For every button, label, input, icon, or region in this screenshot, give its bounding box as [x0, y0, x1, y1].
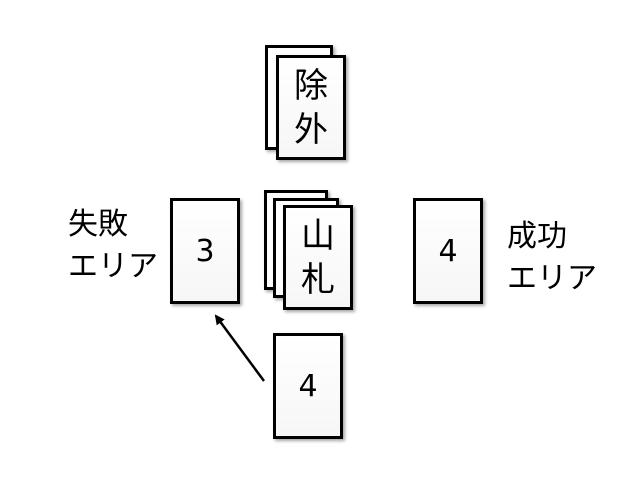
- drawn-card-value: 4: [298, 368, 318, 404]
- deck-char-1: 山: [301, 215, 335, 256]
- exclusion-char-1: 除: [294, 65, 328, 106]
- deck-top-card[interactable]: 山 札: [283, 205, 353, 310]
- deck-char-2: 札: [301, 259, 335, 300]
- success-area-card[interactable]: 4: [413, 198, 483, 304]
- success-area-card-value: 4: [438, 233, 458, 269]
- move-arrow-line: [214, 314, 266, 382]
- fail-area-card-value: 3: [195, 233, 215, 269]
- fail-area-label-line-2: エリア: [68, 249, 158, 284]
- success-area-label-line-1: 成功: [507, 219, 567, 254]
- drawn-card[interactable]: 4: [273, 333, 343, 439]
- exclusion-char-2: 外: [294, 109, 328, 150]
- fail-area-card[interactable]: 3: [170, 198, 240, 304]
- success-area-label-line-2: エリア: [507, 261, 597, 296]
- success-area-label: 成功 エリア: [507, 216, 597, 300]
- fail-area-label: 失敗 エリア: [68, 204, 158, 288]
- fail-area-label-line-1: 失敗: [68, 207, 128, 242]
- exclusion-pile-top-card[interactable]: 除 外: [276, 55, 346, 160]
